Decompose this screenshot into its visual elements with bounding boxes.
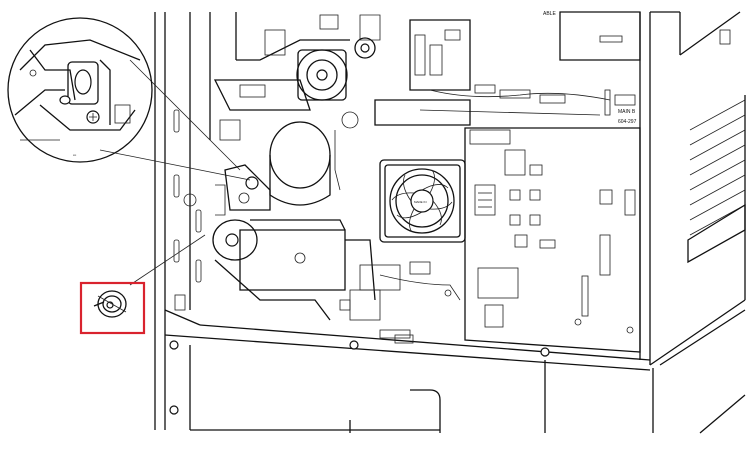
lower-mechanism bbox=[183, 164, 461, 339]
main-control-board: MAIN B 604-297 ABLE bbox=[464, 11, 641, 353]
side-vent-grille bbox=[687, 29, 746, 264]
part-code-label: 604-297 bbox=[618, 119, 637, 125]
magnified-inset-circle: ▪▪▪ bbox=[7, 17, 251, 181]
highlight-box bbox=[79, 281, 146, 335]
top-tag-label: ABLE bbox=[543, 11, 556, 17]
upper-circuitry bbox=[213, 11, 641, 191]
main-board-label: MAIN B bbox=[618, 109, 636, 115]
inset-caption-mark: ▪▪▪ bbox=[73, 153, 76, 157]
cooling-fan-icon: MADE IN bbox=[379, 159, 496, 243]
side-connectors bbox=[174, 294, 414, 344]
main-drive-cylinder bbox=[219, 119, 331, 206]
screw-icon bbox=[93, 234, 206, 318]
machine-frame bbox=[154, 11, 746, 434]
fan-marking: MADE IN bbox=[414, 200, 427, 204]
gear-motor bbox=[296, 37, 376, 101]
